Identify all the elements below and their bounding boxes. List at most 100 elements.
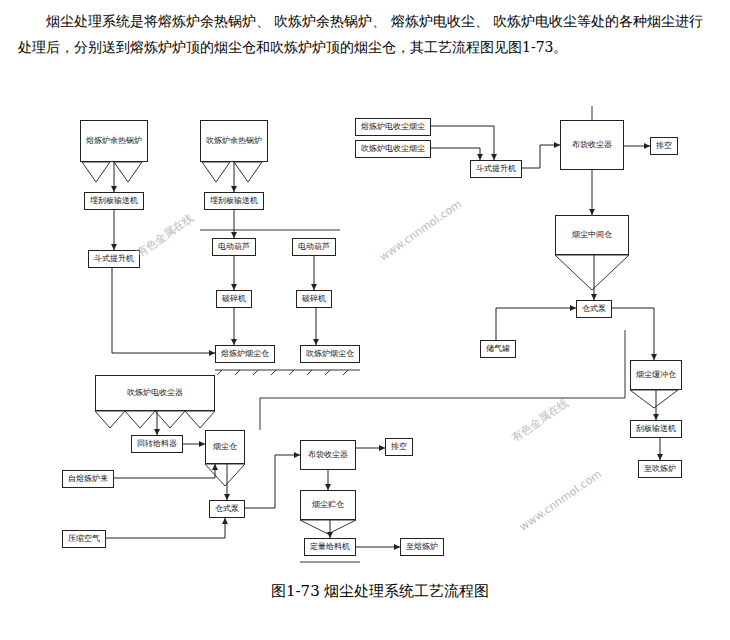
equipment-label: 破碎机: [302, 294, 326, 304]
hopper-symbol: [234, 162, 262, 182]
equipment-box: 斗式提升机: [470, 160, 522, 178]
equipment-label: 烟尘仓: [213, 442, 237, 452]
bin-cone: [205, 464, 245, 486]
flow-line: [330, 520, 331, 538]
flow-line: [356, 448, 385, 449]
flow-line: [245, 455, 300, 508]
watermark: www.cnnmol.com: [517, 467, 604, 533]
equipment-box: 刮板输送机: [630, 420, 682, 438]
equipment-box: 回转给料器: [131, 435, 183, 453]
equipment-box: 埋刮板输送机: [84, 192, 144, 210]
equipment-label: 布袋收尘器: [308, 450, 348, 460]
flow-line: [234, 256, 235, 290]
equipment-box: 定量给料机: [304, 538, 356, 556]
equipment-box: 熔炼炉电收尘烟尘: [355, 118, 431, 136]
equipment-label: 至吹炼炉: [644, 464, 676, 474]
equipment-label: 熔炼炉烟尘仓: [221, 349, 269, 359]
flow-line: [114, 464, 215, 478]
equipment-label: 熔炼炉余热锅炉: [86, 136, 142, 146]
watermark: 有色金属在线: [509, 395, 572, 445]
equipment-label: 吹炼炉烟尘仓: [306, 349, 354, 359]
flow-line: [496, 308, 576, 340]
equipment-label: 至熔炼炉: [406, 542, 438, 552]
equipment-box: 自熔炼炉来: [62, 470, 114, 488]
hopper-symbol: [114, 162, 142, 182]
flow-line: [183, 444, 205, 445]
bin-cone: [630, 390, 678, 408]
hopper-symbol: [95, 411, 125, 428]
equipment-label: 烟尘贮仓: [312, 500, 344, 510]
equipment-label: 仓式泵: [582, 304, 606, 314]
flow-line: [157, 411, 158, 435]
equipment-box: 埋刮板输送机: [204, 192, 264, 210]
equipment-label: 回转给料器: [137, 439, 177, 449]
ground-line: [300, 562, 360, 563]
flow-line: [234, 308, 235, 345]
equipment-label: 埋刮板输送机: [90, 196, 138, 206]
equipment-box: 破碎机: [296, 290, 332, 308]
equipment-box: 吹炼炉余热锅炉: [200, 120, 268, 162]
equipment-box: 布袋收尘器: [300, 440, 356, 470]
equipment-box: 布袋收尘器: [560, 120, 624, 170]
equipment-box: 吹炼炉电收尘器: [95, 375, 215, 411]
watermark: www.cnnmol.com: [377, 197, 464, 263]
flow-line: [328, 470, 329, 490]
equipment-label: 仓式泵: [215, 504, 239, 514]
equipment-box: 熔炼炉余热锅炉: [80, 120, 148, 162]
equipment-label: 储气罐: [486, 344, 510, 354]
flow-line: [624, 146, 650, 147]
flow-line: [431, 148, 480, 160]
equipment-box: 电动葫芦: [292, 238, 336, 256]
hopper-symbol: [202, 162, 230, 182]
pipeline: [260, 330, 625, 430]
equipment-label: 刮板输送机: [636, 424, 676, 434]
equipment-label: 压缩空气: [68, 534, 100, 544]
equipment-label: 布袋收尘器: [572, 140, 612, 150]
flow-line: [234, 162, 235, 192]
equipment-box: 烟尘贮仓: [300, 490, 356, 520]
flow-line: [431, 126, 494, 160]
bin-cone: [555, 255, 629, 290]
flow-line: [106, 518, 225, 538]
equipment-box: 吹炼炉烟尘仓: [300, 345, 360, 363]
equipment-label: 吹炼炉电收尘烟尘: [361, 144, 425, 154]
equipment-box: 排空: [385, 438, 413, 456]
flow-line: [316, 308, 317, 345]
equipment-box: 熔炼炉烟尘仓: [215, 345, 275, 363]
flow-line: [356, 547, 400, 548]
flow-line: [112, 268, 215, 353]
equipment-box: 斗式提升机: [88, 250, 140, 268]
equipment-box: 电动葫芦: [212, 238, 256, 256]
equipment-label: 定量给料机: [310, 542, 350, 552]
ground-hatch: [217, 370, 348, 375]
equipment-label: 烟尘中间仓: [572, 230, 612, 240]
hopper-symbol: [82, 162, 110, 182]
flow-line: [660, 438, 661, 460]
equipment-box: 烟尘缓冲仓: [630, 360, 682, 390]
equipment-label: 吹炼炉电收尘器: [127, 388, 183, 398]
equipment-label: 斗式提升机: [94, 254, 134, 264]
equipment-label: 电动葫芦: [298, 242, 330, 252]
equipment-box: 烟尘仓: [205, 430, 245, 464]
equipment-label: 埋刮板输送机: [210, 196, 258, 206]
equipment-box: 压缩空气: [62, 530, 106, 548]
figure-caption: 图1-73 烟尘处理系统工艺流程图: [271, 582, 489, 601]
watermark: 有色金属在线: [134, 210, 197, 260]
equipment-label: 烟尘缓冲仓: [636, 370, 676, 380]
flow-line: [234, 210, 235, 238]
body-paragraph: 烟尘处理系统是将熔炼炉余热锅炉、 吹炼炉余热锅炉、 熔炼炉电收尘、 吹炼炉电收尘…: [18, 8, 712, 60]
equipment-box: 仓式泵: [576, 300, 612, 318]
flow-line: [114, 162, 115, 192]
equipment-box: 至吹炼炉: [638, 460, 682, 478]
flow-line: [227, 464, 228, 500]
equipment-label: 吹炼炉余热锅炉: [206, 136, 262, 146]
equipment-box: 排空: [650, 137, 678, 155]
flow-line: [656, 390, 657, 420]
flow-line: [522, 145, 560, 168]
equipment-box: 储气罐: [480, 340, 516, 358]
flow-line: [592, 170, 593, 215]
vent-stack: [592, 106, 593, 120]
